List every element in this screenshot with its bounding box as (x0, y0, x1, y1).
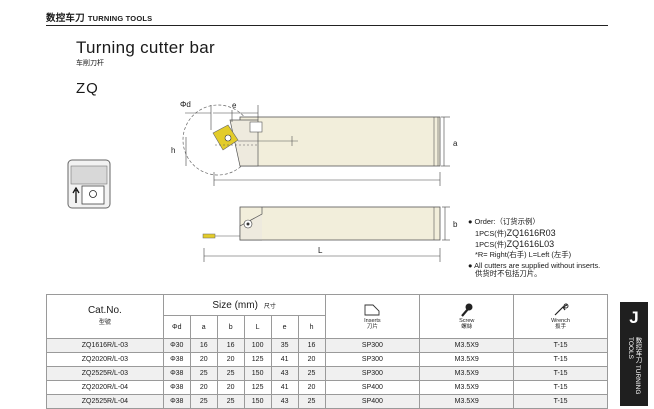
header-category-en: TURNING TOOLS (87, 14, 153, 23)
section-tab: J 数控车刀 TURNING TOOLS (620, 302, 648, 406)
side-view-drawing (202, 206, 450, 262)
section-tab-text: 数控车刀 TURNING TOOLS (627, 337, 641, 395)
size-header: Size (mm)尺寸 (162, 294, 326, 316)
header-divider (46, 25, 608, 26)
top-view-drawing (182, 104, 450, 186)
order-line1-prefix: 1PCS(件) (475, 229, 507, 238)
section-letter: J (629, 308, 639, 327)
model-code: ZQ (76, 80, 99, 97)
bullet-icon: ● (468, 261, 473, 270)
label-L: L (318, 246, 323, 255)
col-header-b: b (216, 315, 245, 339)
label-e: e (232, 101, 237, 110)
order-label: ● Order:（订货示例） (468, 217, 540, 226)
bullet-icon: ● (468, 217, 473, 226)
order-line2-prefix: 1PCS(件) (475, 240, 507, 249)
label-a: a (453, 139, 458, 148)
rl-note: *R= Right(右手) L=Left (左手) (475, 250, 572, 259)
page-subtitle: 车削刀杆 (76, 60, 104, 67)
catno-header: Cat.No.型號 (46, 294, 164, 339)
label-phi-d: Φd (180, 100, 191, 109)
col-header-e: e (270, 315, 299, 339)
machining-icon (67, 159, 111, 209)
col-header-a: a (189, 315, 218, 339)
order-line2-code: ZQ1616L03 (506, 239, 555, 249)
insert-icon (364, 304, 380, 316)
label-b: b (453, 220, 458, 229)
page-title: Turning cutter bar (76, 38, 215, 57)
screw-icon (460, 303, 473, 317)
supply-note-cn: 供货时不包括刀片。 (475, 269, 542, 278)
header-category-cn: 数控车刀 (46, 13, 85, 24)
wrench-icon (554, 303, 569, 316)
col-header-h: h (297, 315, 326, 339)
tool-diagram: Φd e h a b L (67, 100, 458, 262)
supply-note-en: All cutters are supplied without inserts… (474, 261, 601, 270)
col-header-phi-d: Φd (162, 315, 191, 339)
order-line1-code: ZQ1616R03 (506, 228, 556, 238)
label-h: h (171, 146, 175, 155)
col-header-L: L (243, 315, 272, 339)
